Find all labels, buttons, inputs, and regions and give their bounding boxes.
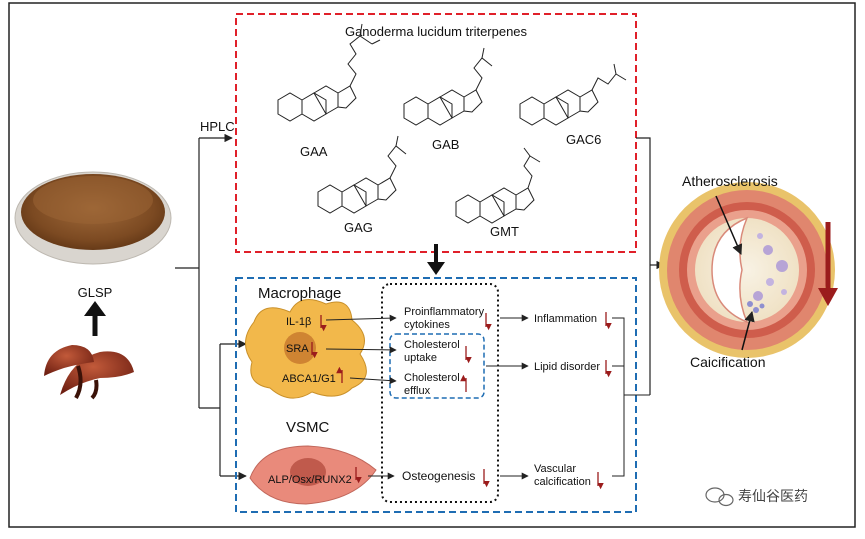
gag-structure — [317, 135, 407, 214]
up-arrow-head — [84, 301, 106, 316]
cholesterol-box — [389, 333, 485, 399]
macrophage-nucleus — [284, 332, 316, 364]
lipid-label: Lipid disorder — [534, 361, 600, 373]
calcification-pointer — [741, 310, 755, 351]
gac6-label: GAC6 — [566, 132, 601, 147]
uptake-line1: Cholesterol — [404, 339, 460, 351]
triterpenes-title: Ganoderma lucidum triterpenes — [345, 24, 528, 39]
watermark-text: 寿仙谷医药 — [738, 488, 808, 504]
osteogenesis-label: Osteogenesis — [402, 469, 475, 483]
glsp-powder-dish — [14, 171, 172, 265]
vsmc-title: VSMC — [286, 419, 330, 436]
efflux-line2: efflux — [404, 385, 431, 397]
outcome-bracket — [612, 317, 625, 477]
reduction-arrow-head — [818, 288, 838, 306]
sra-label: SRA — [286, 343, 309, 355]
hplc-label: HPLC — [200, 119, 235, 134]
atherosclerosis-pointer — [715, 195, 743, 255]
uptake-line2: uptake — [404, 352, 437, 364]
calcification-label: Caicification — [690, 354, 765, 370]
gag-label: GAG — [344, 220, 373, 235]
abca1-label: ABCA1/G1 — [282, 373, 336, 385]
proinflammatory-line1: Proinflammatory — [404, 306, 485, 318]
gmt-structure — [455, 147, 541, 224]
glsp-label: GLSP — [78, 285, 113, 300]
il1b-label: IL-1β — [286, 316, 311, 328]
vascular-line1: Vascular — [534, 463, 576, 475]
lingzhi-mushroom-image — [44, 345, 134, 400]
wechat-icon — [705, 487, 734, 507]
process-box — [381, 283, 499, 503]
artery-cross-section — [659, 182, 835, 358]
atherosclerosis-label: Atherosclerosis — [682, 173, 778, 189]
proinflammatory-line2: cytokines — [404, 319, 450, 331]
gac6-structure — [519, 63, 627, 126]
gaa-structure — [277, 23, 381, 122]
gmt-label: GMT — [490, 224, 519, 239]
macrophage-title: Macrophage — [258, 285, 341, 302]
inflammation-label: Inflammation — [534, 313, 597, 325]
gab-label: GAB — [432, 137, 459, 152]
vascular-line2: calcification — [534, 476, 591, 488]
arrow-sra — [325, 346, 397, 354]
vsmc-marker: ALP/Osx/RUNX2 — [268, 474, 352, 486]
gaa-label: GAA — [300, 144, 328, 159]
down-arrow-head — [427, 262, 445, 275]
efflux-line1: Cholesterol — [404, 372, 460, 384]
outer-frame — [8, 2, 856, 528]
right-connector — [636, 137, 651, 395]
arrow-il1b — [325, 314, 397, 322]
vsmc-nucleus — [290, 458, 326, 486]
gab-structure — [403, 47, 493, 126]
arrow-abca1 — [349, 377, 397, 385]
